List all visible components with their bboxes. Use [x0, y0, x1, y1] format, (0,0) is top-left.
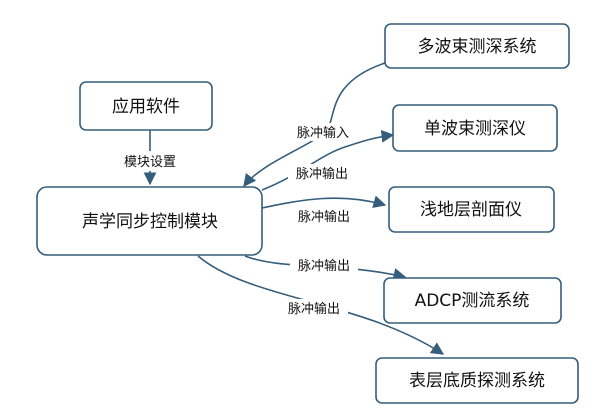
label-bg — [290, 256, 358, 274]
node-singlebeam-box — [392, 104, 558, 152]
node-subbottom-profiler-label: 浅地层剖面仪 — [420, 200, 522, 220]
edge-label-module-settings: 模块设置 — [124, 155, 176, 170]
edge-label-pulse-output-sediment: 脉冲输出 — [288, 301, 340, 317]
edge-label-pulse-input: 脉冲输入 — [297, 125, 349, 141]
node-control-module: 声学同步控制模块 — [36, 186, 263, 256]
node-singlebeam: 单波束测深仪 — [392, 104, 558, 152]
node-sediment: 表层底质探测系统 — [375, 357, 579, 404]
node-adcp-box — [383, 277, 562, 324]
node-sediment-label: 表层底质探测系统 — [409, 371, 545, 391]
edge-label-pulse-output-singlebeam: 脉冲输出 — [296, 166, 348, 182]
node-adcp-label: ADCP测流系统 — [415, 291, 530, 311]
node-app-software-label: 应用软件 — [112, 97, 180, 117]
node-subbottom-profiler-box — [388, 186, 555, 233]
node-sediment-box — [375, 357, 579, 404]
node-multibeam-label: 多波束测深系统 — [418, 37, 537, 57]
node-singlebeam-label: 单波束测深仪 — [424, 119, 526, 139]
node-app-software: 应用软件 — [79, 81, 213, 131]
node-control-module-label: 声学同步控制模块 — [82, 212, 218, 232]
label-bg — [288, 123, 356, 141]
edge-control-to-profiler — [261, 195, 387, 209]
label-bg — [288, 164, 356, 182]
node-multibeam: 多波束测深系统 — [384, 23, 570, 69]
edge-label-pulse-output-adcp: 脉冲输出 — [298, 258, 350, 274]
edge-label-pulse-output-profiler: 脉冲输出 — [298, 209, 350, 225]
node-multibeam-box — [384, 23, 570, 69]
node-app-software-box — [79, 81, 213, 131]
label-bg — [280, 299, 348, 317]
label-bg — [110, 151, 190, 171]
node-subbottom-profiler: 浅地层剖面仪 — [388, 186, 555, 233]
node-adcp: ADCP测流系统 — [383, 277, 562, 324]
label-bg — [290, 207, 358, 225]
edge-control-to-profiler-arrow — [261, 195, 387, 209]
node-control-module-box — [36, 186, 263, 256]
